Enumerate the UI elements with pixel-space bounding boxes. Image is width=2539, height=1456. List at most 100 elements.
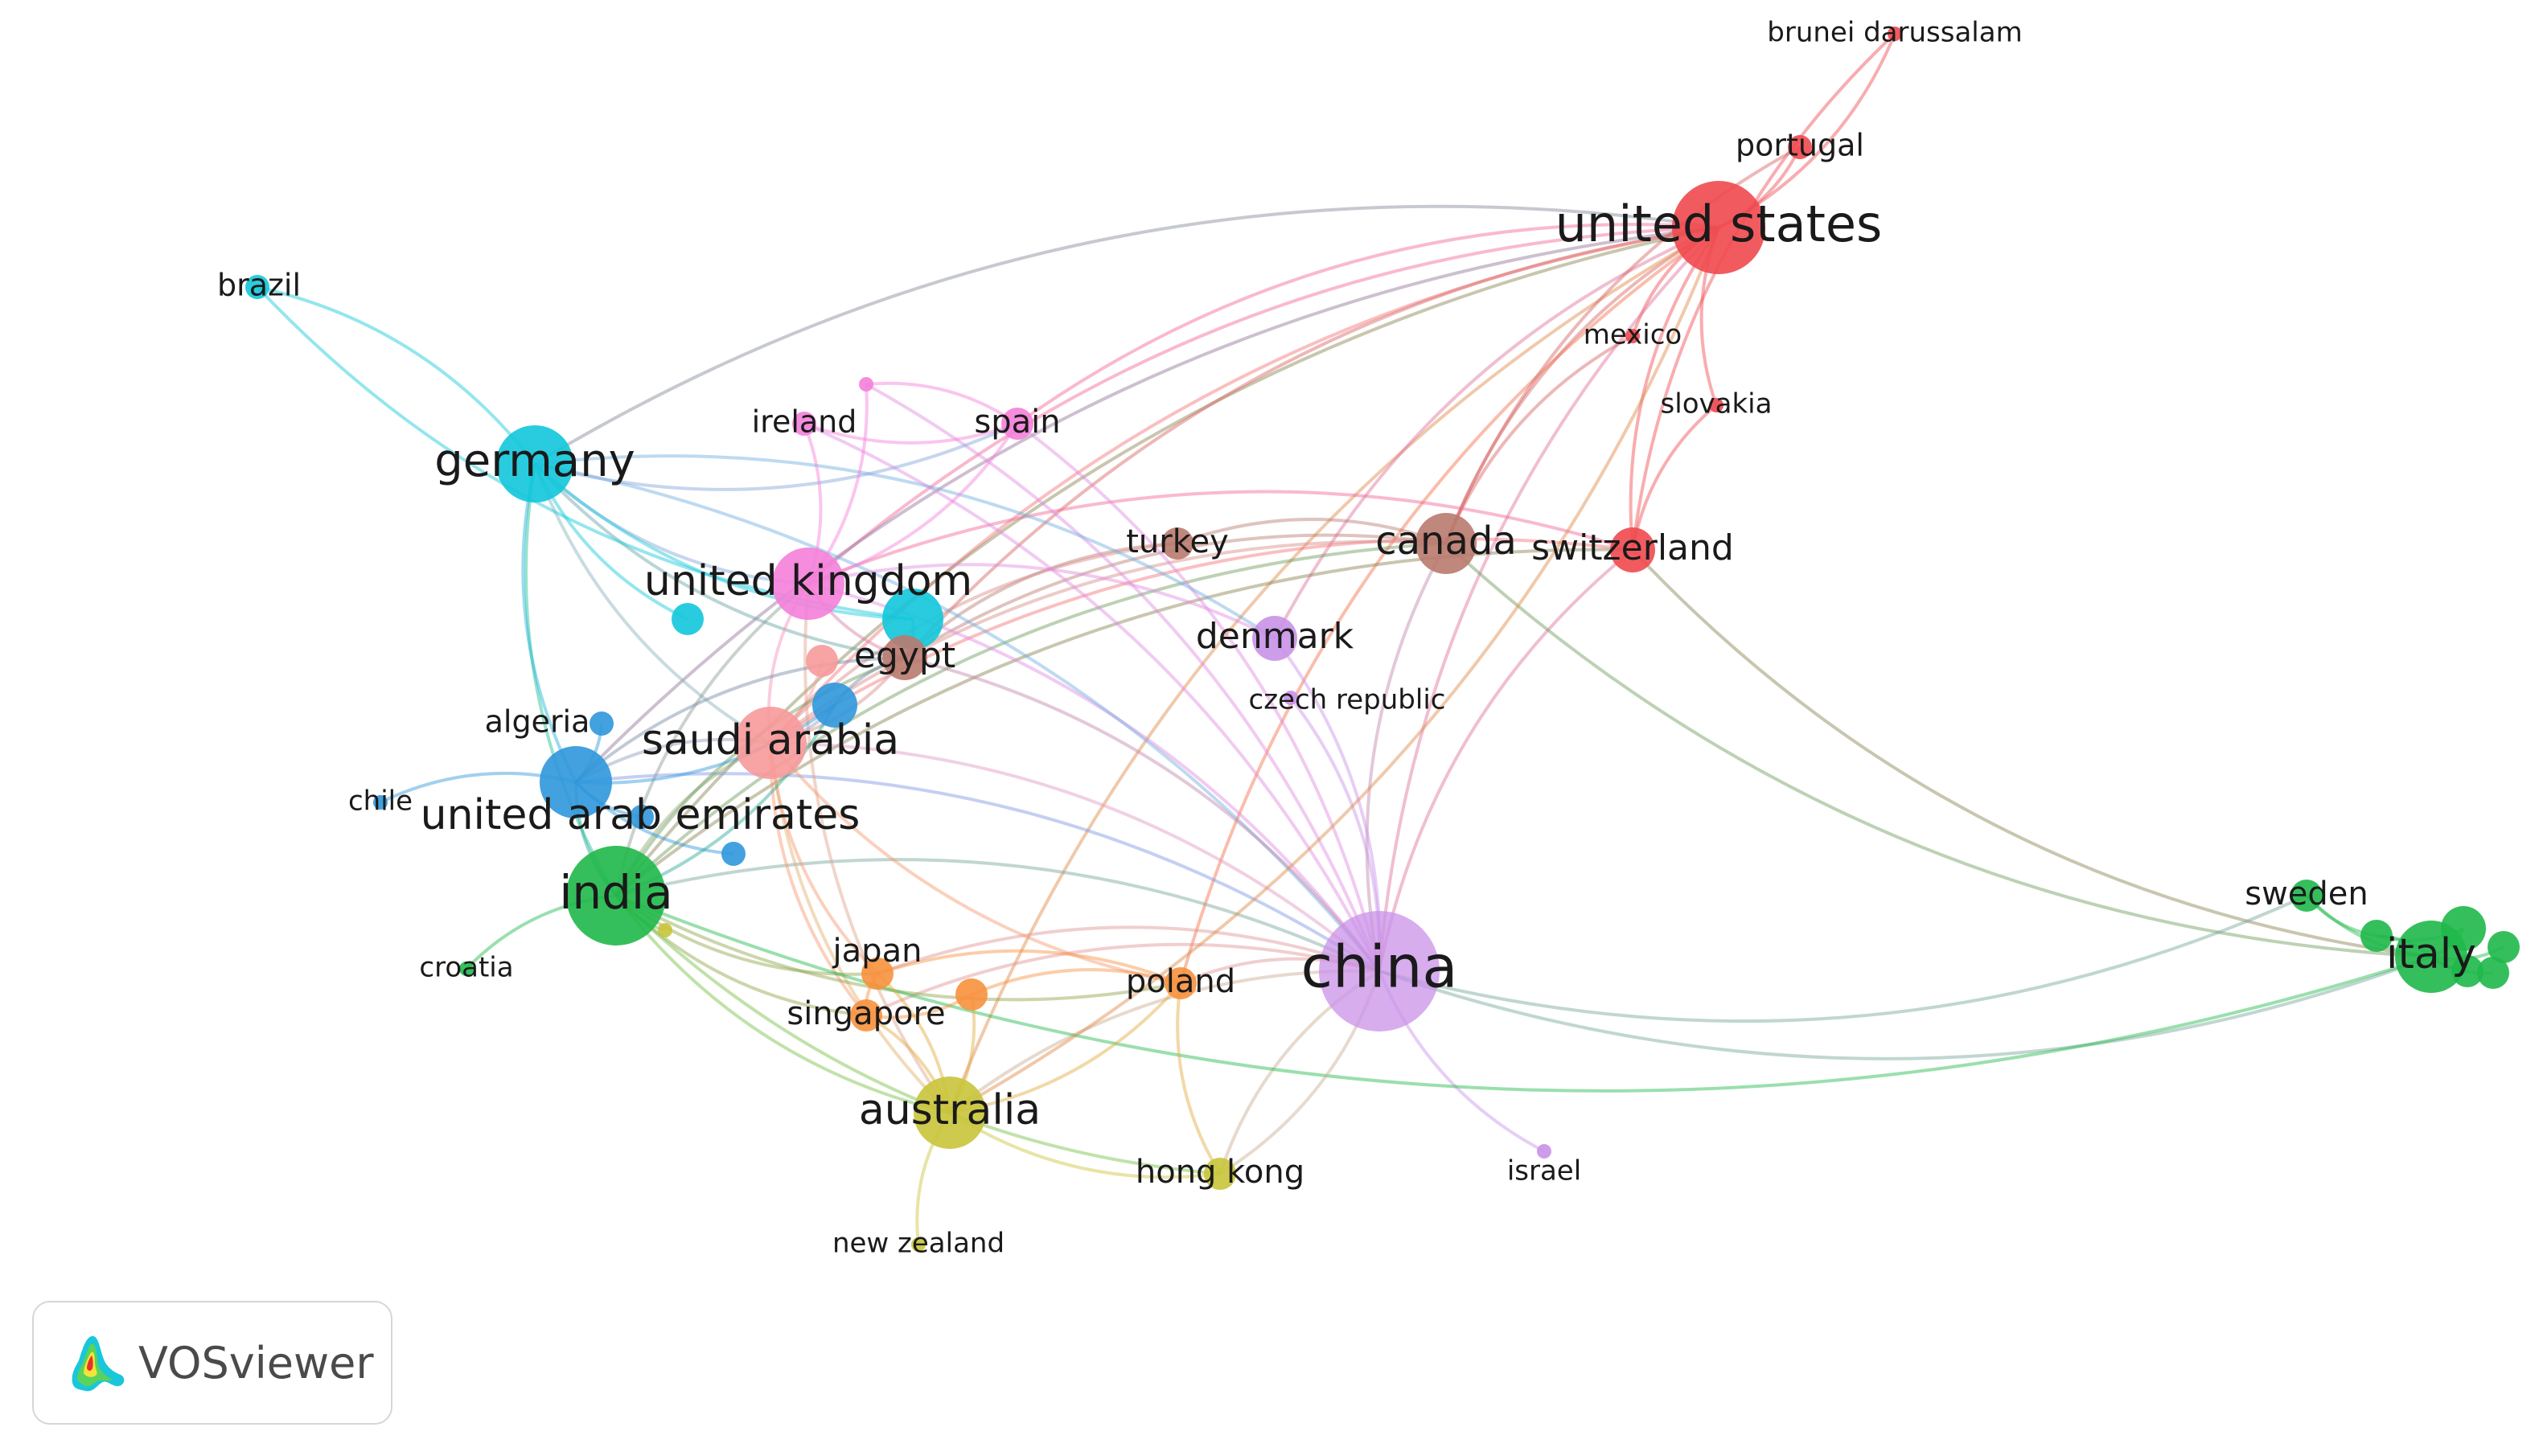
node-green-c[interactable] — [2488, 931, 2520, 963]
node-pink-a[interactable] — [859, 377, 873, 392]
link-united-states-united-kingdom — [807, 226, 1719, 585]
link-ireland-spain — [803, 422, 1018, 445]
link-brunei-switzerland — [1631, 32, 1896, 551]
link-united-states-germany — [533, 204, 1719, 466]
node-india[interactable] — [566, 846, 666, 945]
label-mexico: mexico — [1584, 319, 1682, 351]
link-canada-china — [1365, 543, 1448, 972]
link-china-egypt — [904, 656, 1381, 973]
link-united-states-denmark — [1273, 226, 1719, 639]
label-australia: australia — [859, 1086, 1041, 1134]
label-sweden: sweden — [2245, 876, 2369, 913]
node-blue-c[interactable] — [721, 842, 746, 866]
node-blue-a[interactable] — [812, 683, 857, 728]
node-salmon-a[interactable] — [806, 645, 838, 677]
label-canada: canada — [1375, 519, 1517, 564]
node-olive-a[interactable] — [658, 923, 672, 937]
link-germany-india — [524, 463, 618, 897]
link-denmark-united-kingdom — [807, 563, 1276, 640]
node-spain[interactable] — [1001, 408, 1033, 440]
link-canada-turkey — [1177, 518, 1447, 545]
link-australia-united-states — [949, 227, 1720, 1114]
vosviewer-logo-text: VOSviewer — [138, 1337, 374, 1388]
node-china[interactable] — [1319, 911, 1440, 1032]
link-switzerland-saudi-arabia — [769, 537, 1633, 744]
node-egypt[interactable] — [882, 635, 927, 680]
node-united-states[interactable] — [1672, 181, 1765, 274]
node-united-kingdom[interactable] — [772, 548, 844, 620]
link-saudi-arabia-singapore — [768, 742, 868, 1017]
link-india-poland — [615, 894, 1181, 1002]
link-united-states-egypt — [903, 226, 1719, 659]
node-czech-republic[interactable] — [1284, 691, 1298, 705]
link-united-states-australia — [948, 226, 1719, 1114]
node-turkey[interactable] — [1161, 527, 1193, 560]
node-canada[interactable] — [1415, 513, 1477, 574]
label-slovakia: slovakia — [1661, 388, 1773, 420]
node-brunei[interactable] — [1888, 27, 1902, 41]
link-united-states-china — [1378, 226, 1720, 972]
node-saudi-arabia[interactable] — [734, 707, 807, 779]
links-layer — [256, 32, 2504, 1245]
link-poland-orange-a — [971, 968, 1181, 996]
link-germany-spain — [534, 422, 1018, 491]
label-croatia: croatia — [419, 952, 513, 984]
label-poland: poland — [1126, 963, 1235, 1000]
node-sweden[interactable] — [2290, 880, 2323, 912]
node-croatia[interactable] — [459, 962, 474, 976]
node-mexico[interactable] — [1625, 329, 1640, 343]
link-china-sweden — [1378, 894, 2307, 1023]
node-brazil[interactable] — [245, 275, 269, 299]
link-denmark-germany — [534, 454, 1276, 640]
link-china-australia — [948, 969, 1380, 1114]
link-united-kingdom-india — [614, 582, 810, 896]
link-switzerland-china — [1378, 548, 1634, 972]
link-china-pink-a — [865, 383, 1381, 972]
node-green-e[interactable] — [2451, 955, 2484, 987]
link-poland-japan — [877, 949, 1181, 985]
node-poland[interactable] — [1165, 967, 1197, 999]
node-ireland[interactable] — [792, 412, 816, 436]
node-hong-kong[interactable] — [1204, 1158, 1236, 1190]
link-india-hong-kong — [614, 894, 1221, 1175]
label-ireland: ireland — [752, 404, 857, 440]
node-green-d[interactable] — [2477, 957, 2509, 989]
node-israel[interactable] — [1537, 1144, 1551, 1159]
label-uae: united arab emirates — [421, 791, 861, 839]
node-japan[interactable] — [861, 958, 894, 990]
link-canada-india — [614, 542, 1447, 897]
link-egypt-uae — [574, 656, 906, 784]
node-cyan-b[interactable] — [882, 589, 943, 650]
link-poland-hong-kong — [1176, 982, 1222, 1175]
node-new-zealand[interactable] — [911, 1237, 926, 1252]
link-china-singapore — [865, 942, 1380, 1017]
node-uae[interactable] — [540, 746, 612, 818]
node-singapore[interactable] — [850, 999, 882, 1032]
label-saudi-arabia: saudi arabia — [642, 716, 899, 765]
label-switzerland: switzerland — [1531, 527, 1734, 568]
label-algeria: algeria — [485, 704, 590, 740]
node-blue-b[interactable] — [630, 805, 654, 829]
node-orange-a[interactable] — [955, 978, 988, 1011]
node-australia[interactable] — [914, 1077, 986, 1149]
label-singapore: singapore — [787, 995, 945, 1032]
node-switzerland[interactable] — [1610, 527, 1655, 572]
node-chile[interactable] — [373, 795, 388, 810]
node-denmark[interactable] — [1252, 616, 1297, 661]
node-germany[interactable] — [496, 425, 573, 502]
label-china: china — [1301, 933, 1458, 1001]
link-china-saudi-arabia — [770, 741, 1381, 973]
label-italy: italy — [2386, 930, 2476, 978]
label-hong-kong: hong kong — [1136, 1154, 1304, 1191]
label-israel: israel — [1507, 1155, 1581, 1187]
node-green-a[interactable] — [2360, 920, 2393, 952]
node-cyan-a[interactable] — [672, 603, 704, 635]
node-green-b[interactable] — [2441, 906, 2486, 951]
node-slovakia[interactable] — [1709, 398, 1723, 412]
node-algeria[interactable] — [590, 712, 614, 736]
link-germany-saudi-arabia — [533, 463, 772, 744]
label-united-states: united states — [1555, 195, 1883, 253]
node-portugal[interactable] — [1788, 135, 1812, 159]
label-spain: spain — [974, 404, 1060, 441]
